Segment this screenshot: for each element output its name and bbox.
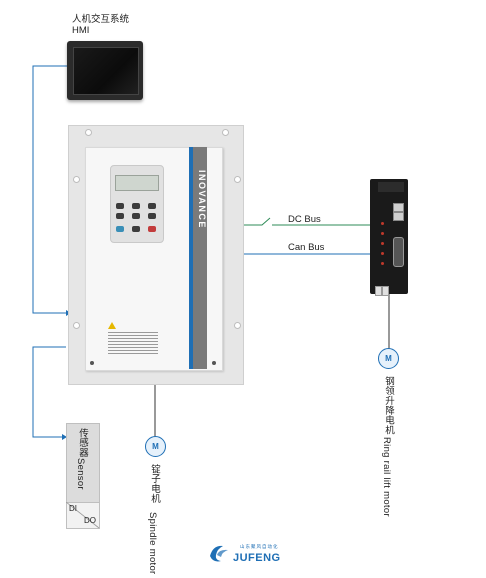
inverter-lcd [115, 175, 159, 191]
servo-terminal [382, 286, 389, 296]
hmi-title-en: HMI [72, 25, 90, 36]
mount-hole [73, 176, 80, 183]
sensor-link-line [32, 346, 66, 438]
keypad-key [148, 213, 156, 219]
servo-dsub-connector [393, 237, 404, 267]
hmi-title-cn: 人机交互系统 [72, 14, 130, 25]
servo-port [393, 203, 404, 212]
screw-icon [90, 361, 94, 365]
keypad-key [132, 203, 140, 209]
ring-rail-motor-icon: M [378, 348, 399, 369]
dc-bus-line [242, 217, 271, 226]
keypad-stop-key [148, 226, 156, 232]
spindle-motor-label-en: Spindle motor [147, 512, 158, 575]
inverter-brand: INOVANCE [197, 170, 207, 229]
sensor-link-arrow [62, 434, 67, 440]
mount-hole [222, 129, 229, 136]
inverter-accent-stripe [189, 147, 193, 369]
servo-terminal [375, 286, 382, 296]
sensor-label-en: Sensor [75, 458, 86, 490]
spindle-motor-label-cn: 锭子电机 [149, 464, 160, 504]
sensor-di-label: DI [69, 504, 77, 513]
keypad-key [148, 203, 156, 209]
mount-hole [234, 176, 241, 183]
ring-rail-motor-label-en: Ring rail lift motor [381, 437, 392, 517]
keypad-run-key [116, 226, 124, 232]
keypad-key [116, 203, 124, 209]
mount-hole [85, 129, 92, 136]
servo-led [381, 242, 384, 245]
servo-drive-top [378, 182, 404, 192]
jufeng-logo-icon [210, 545, 228, 562]
servo-led [381, 252, 384, 255]
dc-bus-label: DC Bus [288, 214, 321, 225]
logo-subtitle: 山东聚风自动化 [240, 544, 279, 549]
warning-label [108, 332, 158, 354]
can-bus-label: Can Bus [288, 242, 325, 253]
keypad-key [116, 213, 124, 219]
hmi-screen [73, 47, 139, 95]
screw-icon [212, 361, 216, 365]
keypad-key [132, 226, 140, 232]
servo-led [381, 262, 384, 265]
sensor-do-label: DO [84, 516, 96, 525]
sensor-io-divider [66, 502, 100, 529]
servo-led [381, 222, 384, 225]
ring-rail-motor-label-cn: 钢领升降电机 [383, 376, 394, 435]
keypad-key [132, 213, 140, 219]
spindle-motor-icon: M [145, 436, 166, 457]
hmi-link-line [32, 65, 67, 314]
servo-drive [370, 179, 408, 294]
mount-hole [234, 322, 241, 329]
servo-port [393, 212, 404, 221]
sensor-label-cn: 传感器 [77, 428, 88, 458]
mount-hole [73, 322, 80, 329]
warning-icon [108, 322, 116, 329]
logo-text: JUFENG [233, 552, 281, 564]
servo-led [381, 232, 384, 235]
inverter-brand-stripe [193, 147, 207, 369]
